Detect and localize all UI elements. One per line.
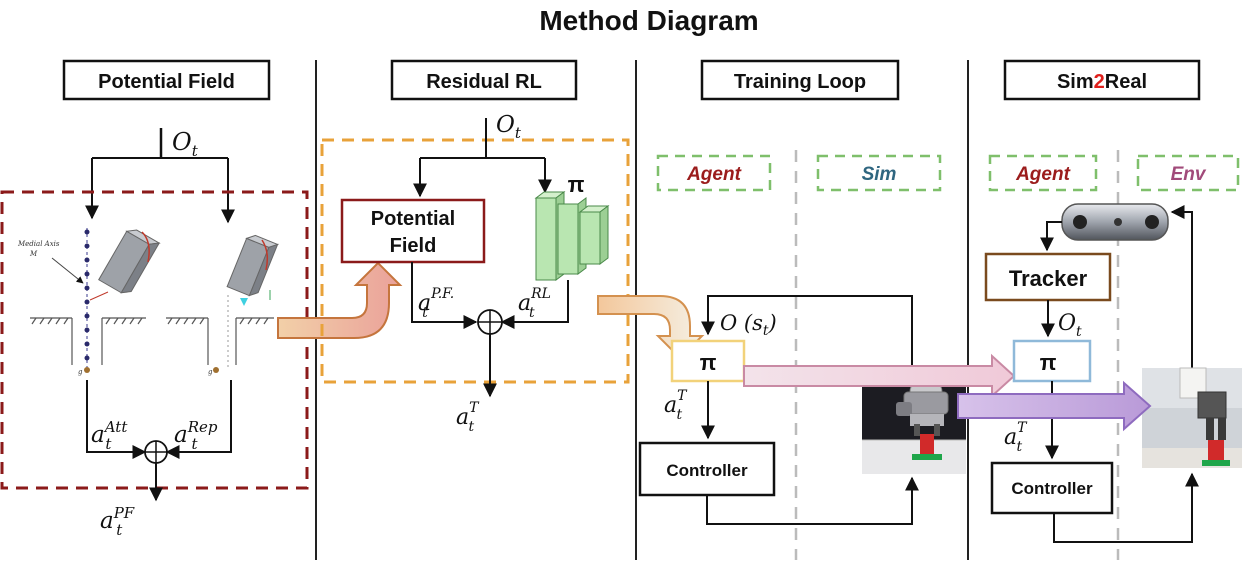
rrl-potential-field-line2: Field: [390, 235, 437, 257]
tl-controller-box: [638, 441, 776, 497]
pf-block-left: [98, 229, 161, 294]
pf-rotation-arrow-right: [261, 239, 269, 271]
medial-axis-pointer: [51, 257, 84, 284]
tl-agent-box: [656, 154, 772, 192]
tl-control-loop: [706, 476, 919, 525]
residual-rl-header-box: [390, 59, 578, 101]
s2r-controller-label: Controller: [1011, 479, 1093, 498]
pf-rep-arrow: [165, 380, 232, 459]
tl-sim-label: Sim: [862, 164, 897, 185]
rrl-policy-network: [534, 191, 610, 281]
s2r-camera-to-tracker: [1040, 221, 1062, 252]
tl-sim-image: [862, 376, 966, 474]
pf-goal-label-left: g: [78, 368, 83, 376]
pf-goal-label-right: g: [208, 368, 213, 376]
pf-att-arrow: [86, 380, 147, 459]
tl-policy-pi: π: [700, 350, 717, 375]
pf-surface-left: [30, 317, 146, 365]
s2r-tracker-label: Tracker: [1009, 266, 1088, 291]
pf-block-right: [226, 234, 280, 297]
medial-axis-dots: [84, 229, 90, 361]
rrl-pf-arrow: [411, 262, 478, 329]
rrl-rl-arrow: [500, 280, 569, 329]
pf-obs-label: Ot: [172, 128, 199, 160]
residual-rl-frame: [320, 138, 630, 384]
sim-to-real-arrow: [957, 380, 1152, 432]
tl-policy-box: [670, 339, 746, 383]
diagram-title: Method Diagram: [539, 5, 758, 36]
residual-rl-header: Residual RL: [426, 71, 542, 93]
s2r-control-loop: [1053, 472, 1199, 543]
training-to-sim2real-arrow: [743, 353, 1016, 399]
s2r-env-image: [1142, 367, 1242, 468]
pf-goal-dot-right: [213, 367, 219, 373]
pf-attract-vector: [89, 291, 109, 301]
rrl-obs-label: Ot: [496, 112, 522, 142]
pf-to-residual-arrow: [277, 261, 403, 339]
s2r-policy-pi: π: [1040, 350, 1057, 375]
training-loop-header: Training Loop: [734, 71, 866, 93]
s2r-agent-box: [988, 154, 1098, 192]
potential-field-header-box: [62, 59, 271, 101]
s2r-agent-label: Agent: [1015, 164, 1071, 185]
sim2real-header: Sim2Real: [1057, 71, 1147, 93]
s2r-obs-label: Ot: [1058, 311, 1082, 340]
section-potential-field: Potential Field Ot g Medial Axis M: [0, 59, 309, 539]
rrl-pf-label: aP.F.t: [418, 286, 454, 321]
tl-agent-label: Agent: [686, 164, 742, 185]
sim2real-header-box: [1003, 59, 1201, 101]
potential-field-header: Potential Field: [98, 71, 235, 93]
pf-rotation-arrow-left: [141, 231, 150, 263]
tl-obs-loop: [701, 295, 913, 372]
medial-axis-symbol: M: [29, 250, 38, 258]
rrl-potential-field-line1: Potential: [371, 208, 455, 230]
pf-goal-dot-left: [84, 367, 90, 373]
s2r-policy-box: [1012, 339, 1092, 383]
s2r-env-label: Env: [1171, 164, 1207, 185]
pf-contact-marker: [240, 298, 248, 306]
section-residual-rl: Residual RL Ot Potential Field π aP.F.t: [320, 59, 630, 435]
s2r-camera: [1061, 203, 1169, 241]
tl-sim-box: [816, 154, 942, 192]
s2r-tracker-box: [984, 252, 1112, 302]
rrl-pi-symbol: π: [568, 172, 585, 197]
rrl-potential-field-box: [340, 198, 486, 264]
s2r-controller-box: [990, 461, 1114, 515]
tl-obs-label: O (st): [720, 311, 777, 339]
pf-surface-right: [166, 317, 274, 365]
training-loop-header-box: [700, 59, 900, 101]
tl-controller-label: Controller: [666, 461, 748, 480]
s2r-env-to-camera: [1170, 205, 1193, 368]
medial-axis-caption: Medial Axis: [17, 240, 60, 248]
